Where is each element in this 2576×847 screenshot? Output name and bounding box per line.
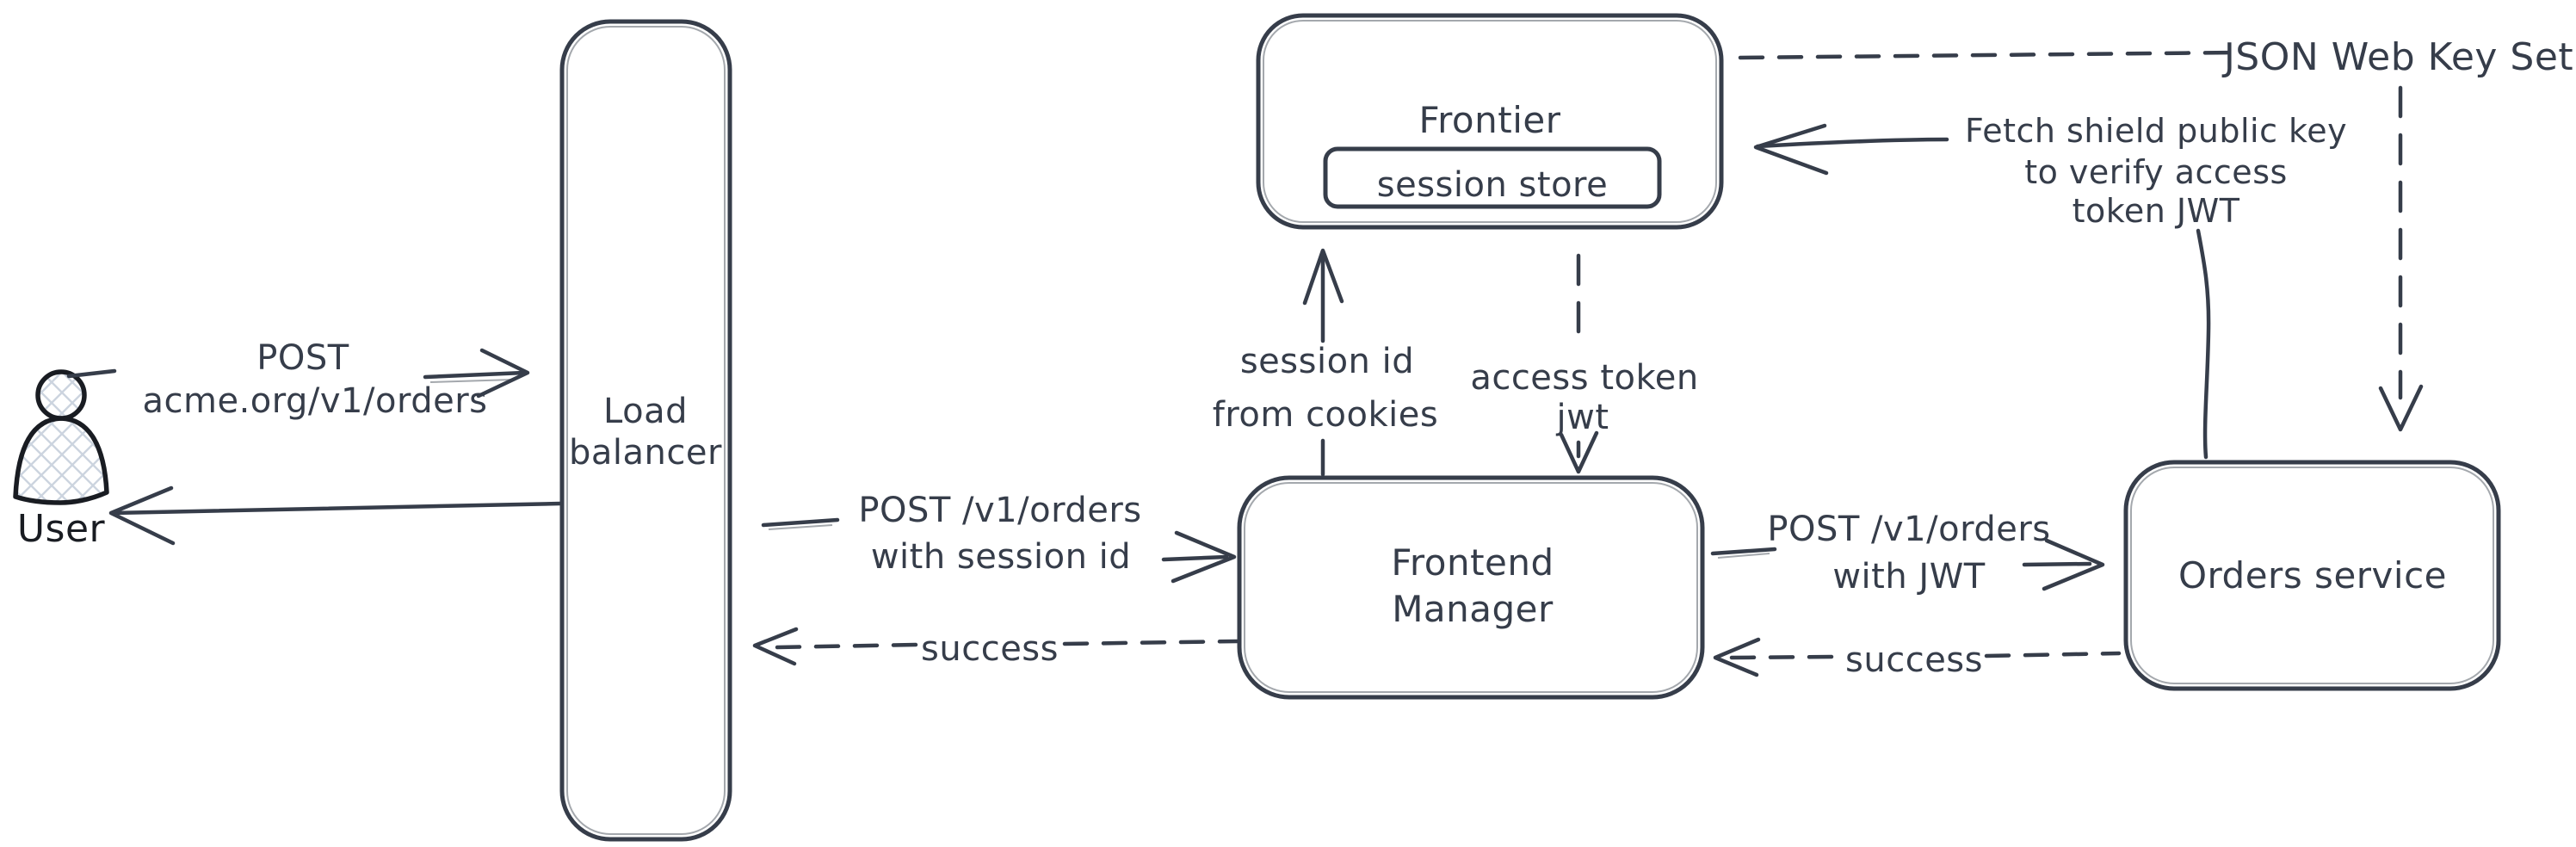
edge-fm-to-frontier-label-line1: session id <box>1240 342 1414 381</box>
load-balancer-box-echo <box>566 26 726 835</box>
edge-jwks-fetch-label-line2: to verify access <box>2024 153 2288 191</box>
edge-fm-to-lb-dash-left <box>775 642 919 650</box>
edge-fm-to-orders-shaft <box>2022 561 2092 567</box>
session-store-box <box>1323 146 1662 209</box>
edge-fm-to-lb-arrowhead <box>752 627 799 666</box>
edge-lb-to-user-arrowhead <box>108 485 176 546</box>
orders-service-box-echo <box>2130 467 2494 684</box>
edge-user-to-lb-shaft <box>423 370 527 380</box>
frontend-manager-label-line1: Frontend <box>1391 541 1554 584</box>
edge-lb-to-fm-tail-echo <box>768 524 833 530</box>
edge-lb-to-fm-arrowhead <box>1171 530 1237 584</box>
edge-orders-to-fm: success <box>1713 637 2122 680</box>
frontend-manager-box-echo <box>1244 482 1698 693</box>
edge-orders-to-fm-dash-left <box>1729 654 1836 660</box>
edge-jwks-fetch-label-line3: token JWT <box>2073 192 2240 230</box>
orders-service-box <box>2123 460 2501 691</box>
edge-lb-to-fm-label-line1: POST /v1/orders <box>858 491 1141 530</box>
edge-fm-to-lb-dash-right <box>1062 639 1239 646</box>
edge-user-to-lb: POST acme.org/v1/orders <box>66 338 530 421</box>
frontier-box-echo <box>1263 20 1717 223</box>
edge-fm-to-orders: POST /v1/orders with JWT <box>1710 510 2105 597</box>
orders-service-label: Orders service <box>2178 554 2447 597</box>
edge-jwks-fetch: Fetch shield public key to verify access… <box>1753 112 2347 460</box>
edge-fm-to-frontier-arrowhead <box>1302 248 1344 306</box>
edge-jwks: JSON Web Key Set <box>1738 35 2573 432</box>
edge-user-to-lb-tail <box>66 368 117 379</box>
edge-user-to-lb-arrowhead <box>476 348 530 399</box>
edge-frontier-to-fm-label-line1: access token <box>1470 358 1698 398</box>
edge-lb-to-fm-label-line2: with session id <box>871 537 1131 577</box>
edge-fm-to-orders-tail-echo <box>1717 553 1770 559</box>
edge-fm-to-orders-label-line1: POST /v1/orders <box>1767 510 2050 549</box>
edge-orders-to-fm-label: success <box>1845 640 1983 680</box>
load-balancer-node: Load balancer <box>559 19 732 842</box>
edge-jwks-arrowhead <box>2378 384 2424 432</box>
load-balancer-box <box>559 19 732 842</box>
frontend-manager-node: Frontend Manager <box>1237 475 1705 700</box>
user-label: User <box>17 507 106 551</box>
edge-user-to-lb-shaft-echo <box>429 379 514 383</box>
jwks-label: JSON Web Key Set <box>2221 35 2573 79</box>
edge-fm-to-orders-label-line2: with JWT <box>1832 557 1985 597</box>
orders-service-node: Orders service <box>2123 460 2501 691</box>
frontend-manager-box <box>1237 475 1705 700</box>
edge-jwks-fetch-curve <box>2196 228 2211 460</box>
user-icon-head <box>35 369 87 421</box>
edge-fm-to-orders-tail <box>1710 547 1777 556</box>
edge-fm-to-orders-arrowhead <box>2042 538 2105 591</box>
edge-lb-to-fm: POST /v1/orders with session id <box>761 491 1237 584</box>
frontier-label: Frontier <box>1418 99 1560 141</box>
edge-jwks-fetch-label-line1: Fetch shield public key <box>1965 112 2347 150</box>
session-store-label: session store <box>1377 165 1608 205</box>
edge-frontier-to-fm-arrowhead <box>1559 430 1599 474</box>
edge-lb-to-fm-shaft <box>1161 554 1229 562</box>
edge-fm-to-lb: success <box>752 627 1239 669</box>
edge-frontier-to-fm: access token jwt <box>1470 253 1698 474</box>
edge-fm-to-frontier: from cookies session id <box>1213 248 1438 477</box>
edge-lb-to-user-shaft <box>110 501 563 516</box>
edge-orders-to-fm-arrowhead <box>1713 637 1761 677</box>
edge-lb-to-user <box>108 485 563 546</box>
edge-frontier-to-fm-label-line2: jwt <box>1555 398 1609 437</box>
frontier-node: Frontier session store <box>1256 13 1724 230</box>
user-node: User <box>13 369 109 551</box>
frontend-manager-label-line2: Manager <box>1392 588 1554 630</box>
edge-lb-to-fm-tail <box>761 517 840 528</box>
load-balancer-label-line1: Load <box>603 392 688 431</box>
edge-user-to-lb-label-line1: POST <box>256 338 349 378</box>
edge-orders-to-fm-dash-right <box>1984 651 2122 658</box>
edge-jwks-fetch-shaft <box>1755 137 1949 149</box>
edge-fm-to-lb-label: success <box>921 629 1059 669</box>
load-balancer-label-line2: balancer <box>569 433 722 473</box>
edge-jwks-fetch-arrowhead <box>1753 123 1829 176</box>
edge-user-to-lb-label-line2: acme.org/v1/orders <box>143 381 488 421</box>
edge-jwks-dash-horizontal <box>1738 50 2237 60</box>
edge-fm-to-frontier-label-line2: from cookies <box>1213 395 1438 435</box>
user-icon <box>13 416 109 505</box>
